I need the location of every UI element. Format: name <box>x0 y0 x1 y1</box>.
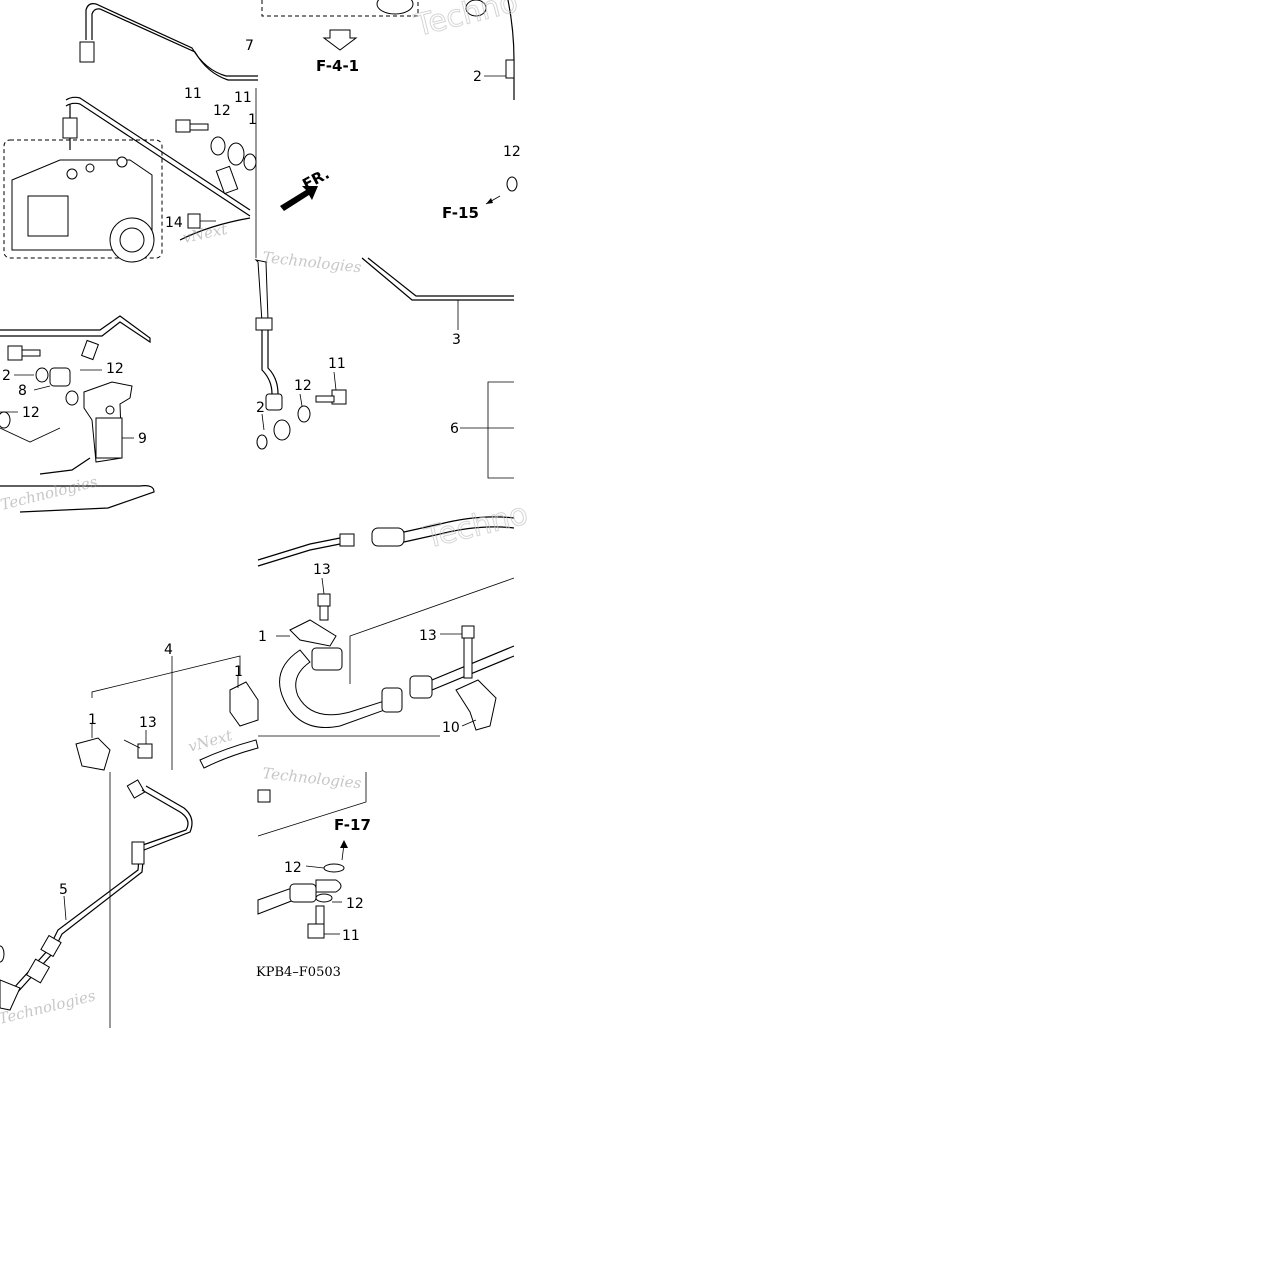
watermark-tech: Technologies <box>262 764 363 792</box>
callout-2: 2 <box>256 400 265 416</box>
callout-14: 14 <box>165 215 183 231</box>
diagram-code: KPB4–F0503 <box>256 965 341 980</box>
callout-10: 10 <box>442 720 460 736</box>
sealing-washer-12 <box>323 863 345 873</box>
tile-rear-hose: 1 13 13 10 Techno <box>257 496 532 737</box>
brake-hose <box>254 259 269 323</box>
callout-7: 7 <box>245 38 254 54</box>
callout-12: 12 <box>346 896 364 912</box>
bolt-11 <box>175 119 209 133</box>
tile-rear-caliper: Technologies F-17 12 12 11 KPB4–F0503 <box>256 764 371 980</box>
reference-f15: F-15 <box>442 204 479 222</box>
tile-hose-bracket: 4 1 1 13 vNext <box>75 642 259 771</box>
callout-1: 1 <box>88 712 97 728</box>
clamp-1 <box>289 619 337 647</box>
callout-11: 11 <box>342 928 360 944</box>
bolt <box>7 345 41 361</box>
bolt-13 <box>123 739 153 759</box>
callout-6: 6 <box>450 421 459 437</box>
watermark-tech: Technologies <box>0 472 100 514</box>
tile-front-hose: Technologies 11 12 2 3 6 <box>254 248 514 479</box>
brake-pipe-3 <box>361 257 514 301</box>
pipe-joint-nut <box>79 41 95 63</box>
brake-pipe-7 <box>85 3 258 77</box>
tile-proportioning-valve: 2 8 12 12 9 Technologies <box>0 315 155 514</box>
bolt-13 <box>461 625 475 679</box>
bolt-13 <box>317 593 331 621</box>
callout-9: 9 <box>138 431 147 447</box>
callout-1: 1 <box>248 112 257 128</box>
sealing-washer-12 <box>210 136 226 156</box>
brake-pipe-5 <box>11 789 189 991</box>
reference-f17: F-17 <box>334 816 371 834</box>
callout-12: 12 <box>106 361 124 377</box>
front-arrow-icon <box>280 186 318 211</box>
callout-8: 8 <box>18 383 27 399</box>
callout-12: 12 <box>213 103 231 119</box>
abs-modulator-unit <box>3 139 163 263</box>
callout-4: 4 <box>164 642 173 658</box>
reference-f4-1: F-4-1 <box>316 57 359 75</box>
tile-abs-modulator: 7 11 12 11 1 14 vNext <box>3 3 258 263</box>
callout-13: 13 <box>419 628 437 644</box>
callout-12: 12 <box>22 405 40 421</box>
callout-1: 1 <box>234 664 243 680</box>
callout-13: 13 <box>139 715 157 731</box>
part-6-bracket <box>487 381 514 479</box>
callout-2: 2 <box>2 368 11 384</box>
callout-2: 2 <box>473 69 482 85</box>
watermark-tech: Techno <box>420 497 531 556</box>
tile-rear-pipe: 5 Technologies <box>0 772 193 1028</box>
clamp <box>455 679 497 731</box>
watermark-tech: Technologies <box>262 248 363 276</box>
watermark-tech: Techno <box>410 0 521 44</box>
callout-11: 11 <box>328 356 346 372</box>
bolt-11 <box>315 389 347 405</box>
bolt-14 <box>187 213 216 229</box>
callout-1: 1 <box>258 629 267 645</box>
callout-11: 11 <box>184 86 202 102</box>
callout-12: 12 <box>503 144 521 160</box>
callout-12: 12 <box>294 378 312 394</box>
callout-3: 3 <box>452 332 461 348</box>
clamp-1 <box>75 737 111 771</box>
proportioning-valve-9 <box>83 381 133 463</box>
tile-reference-top: F-4-1 FR. F-15 2 12 Techno <box>261 0 522 222</box>
front-direction-label: FR. <box>299 165 332 194</box>
callout-12: 12 <box>284 860 302 876</box>
callout-5: 5 <box>59 882 68 898</box>
callout-11: 11 <box>234 90 252 106</box>
down-arrow-icon <box>322 29 358 51</box>
callout-13: 13 <box>313 562 331 578</box>
bolt-11 <box>307 905 325 939</box>
